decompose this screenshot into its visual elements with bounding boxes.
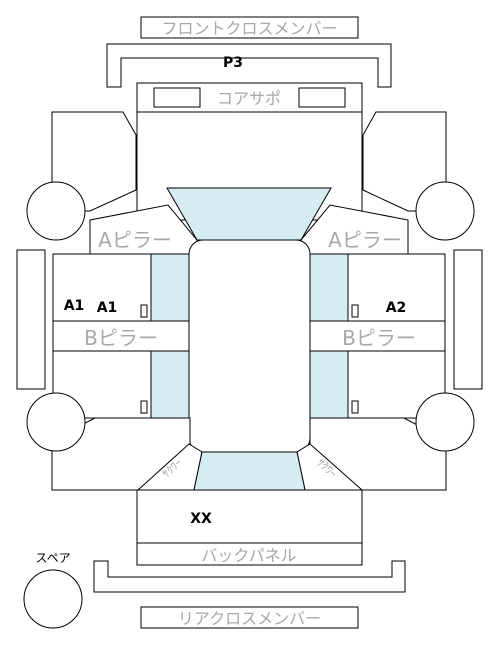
front-cross-member-box[interactable] — [140, 16, 359, 39]
wheel-front-right[interactable] — [415, 181, 475, 241]
side-skirt-right[interactable] — [453, 249, 483, 390]
front-fender-right[interactable] — [362, 111, 447, 212]
core-support-label: コアサポ — [217, 89, 281, 108]
front-cross-member-label: フロントクロスメンバー — [161, 19, 337, 38]
door-code-left-outer: A1 — [64, 298, 85, 314]
trunk-lid[interactable] — [136, 489, 363, 544]
door-code-left-inner: A1 — [97, 300, 118, 316]
panel-code-p3: P3 — [223, 55, 243, 71]
front-bumper[interactable] — [106, 43, 392, 88]
rear-window[interactable] — [193, 451, 306, 491]
b-pillar-left-label: Bピラー — [84, 326, 158, 350]
windshield[interactable] — [166, 187, 332, 241]
door-handle-rear-left[interactable] — [140, 400, 148, 414]
door-handle-front-left[interactable] — [140, 304, 148, 318]
rear-cross-member-label: リアクロスメンバー — [178, 609, 321, 628]
b-pillar-left[interactable] — [52, 320, 190, 352]
side-window-rear-right[interactable] — [309, 350, 349, 419]
a-pillar-right-label: Aピラー — [328, 228, 402, 252]
wheel-rear-left[interactable] — [26, 392, 86, 452]
spare-tire-label: スペア — [35, 551, 70, 565]
roof[interactable] — [188, 239, 311, 453]
headlight-left[interactable] — [153, 87, 201, 108]
b-pillar-right[interactable] — [309, 320, 446, 352]
wheel-rear-right[interactable] — [415, 392, 475, 452]
headlight-right[interactable] — [298, 87, 346, 108]
side-window-front-right[interactable] — [309, 253, 349, 322]
door-handle-front-right[interactable] — [351, 304, 359, 318]
wheel-front-left[interactable] — [26, 181, 86, 241]
a-pillar-left-label: Aピラー — [98, 228, 172, 252]
side-window-front-left[interactable] — [150, 253, 190, 322]
back-panel[interactable] — [136, 542, 363, 566]
side-skirt-left[interactable] — [16, 249, 46, 390]
b-pillar-right-label: Bピラー — [342, 326, 416, 350]
side-window-rear-left[interactable] — [150, 350, 190, 419]
door-code-right-inner: A2 — [386, 300, 407, 316]
rear-bumper[interactable] — [93, 560, 406, 593]
door-handle-rear-right[interactable] — [351, 400, 359, 414]
rear-cross-member-box[interactable] — [140, 606, 359, 629]
trunk-code-xx: XX — [190, 511, 212, 527]
back-panel-label: バックパネル — [201, 546, 296, 565]
spare-tire[interactable] — [23, 569, 83, 629]
